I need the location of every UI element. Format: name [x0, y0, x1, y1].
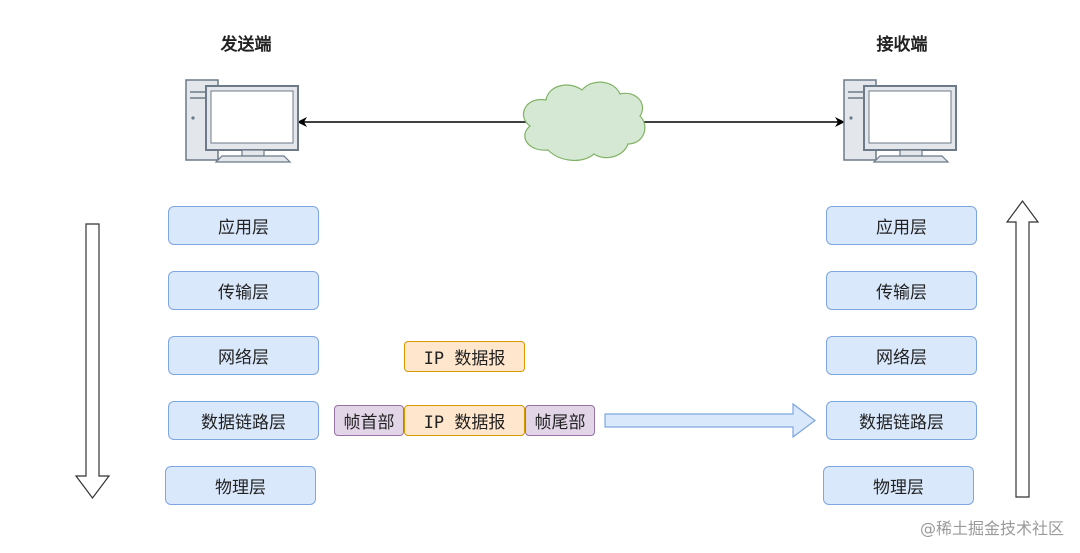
frame-trailer: 帧尾部 — [525, 405, 595, 436]
receiver-layer-network: 网络层 — [826, 336, 977, 375]
up-arrow — [1005, 199, 1040, 498]
watermark: @稀土掘金技术社区 — [919, 519, 1064, 538]
ip-datagram-network: IP 数据报 — [404, 341, 525, 372]
down-arrow — [74, 223, 111, 499]
receiver-layer-physical: 物理层 — [823, 466, 974, 505]
sender-layer-application: 应用层 — [168, 206, 319, 245]
sender-layer-network: 网络层 — [168, 336, 319, 375]
sender-layer-physical: 物理层 — [165, 466, 316, 505]
ip-datagram-frame: IP 数据报 — [404, 405, 525, 436]
ip-datagram-frame-label: IP 数据报 — [423, 413, 506, 433]
receiver-computer-icon — [843, 79, 957, 163]
transfer-arrow — [604, 402, 816, 439]
ip-datagram-label: IP 数据报 — [423, 349, 506, 369]
receiver-layer-datalink: 数据链路层 — [826, 401, 977, 440]
receiver-layer-application: 应用层 — [826, 206, 977, 245]
sender-title: 发送端 — [220, 35, 272, 55]
sender-layer-datalink: 数据链路层 — [168, 401, 319, 440]
sender-computer-icon — [185, 79, 299, 163]
receiver-layer-transport: 传输层 — [826, 271, 977, 310]
frame-header: 帧首部 — [334, 405, 404, 436]
receiver-title: 接收端 — [876, 35, 928, 55]
cloud-icon — [523, 81, 646, 161]
sender-layer-transport: 传输层 — [168, 271, 319, 310]
